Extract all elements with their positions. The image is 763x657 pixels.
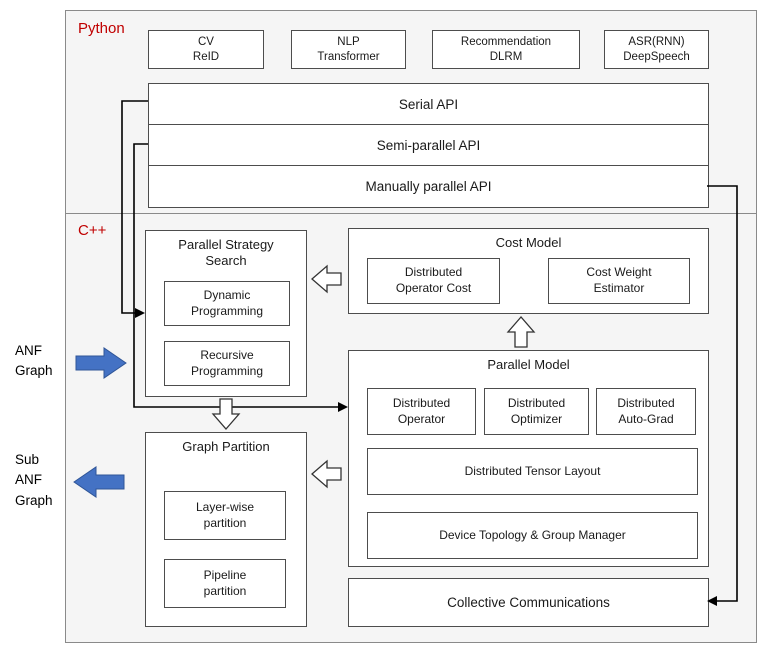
app-box-cv-reid: CV ReID	[148, 30, 264, 69]
recursive-programming-box: Recursive Programming	[164, 341, 290, 386]
cpp-section-label: C++	[78, 222, 107, 239]
cost-model-group: Cost Model Distributed Operator Cost Cos…	[348, 228, 709, 314]
serial-api-bar: Serial API	[148, 83, 709, 126]
app-box-asr-deepspeech: ASR(RNN) DeepSpeech	[604, 30, 709, 69]
parallel-model-title: Parallel Model	[487, 357, 570, 372]
graph-partition-title: Graph Partition	[182, 439, 270, 454]
app-box-nlp-transformer: NLP Transformer	[291, 30, 406, 69]
distributed-tensor-layout-box: Distributed Tensor Layout	[367, 448, 698, 495]
pipeline-partition-box: Pipeline partition	[164, 559, 286, 608]
semi-parallel-api-bar: Semi-parallel API	[148, 124, 709, 167]
distributed-optimizer-box: Distributed Optimizer	[484, 388, 589, 435]
parallel-strategy-search-title: Parallel Strategy Search	[178, 237, 274, 269]
layer-wise-partition-box: Layer-wise partition	[164, 491, 286, 540]
distributed-auto-grad-box: Distributed Auto-Grad	[596, 388, 696, 435]
device-topology-group-manager-box: Device Topology & Group Manager	[367, 512, 698, 559]
distributed-operator-box: Distributed Operator	[367, 388, 476, 435]
parallel-strategy-search-group: Parallel Strategy Search Dynamic Program…	[145, 230, 307, 397]
cost-model-title: Cost Model	[495, 235, 562, 250]
cost-weight-estimator-box: Cost Weight Estimator	[548, 258, 690, 304]
graph-partition-group: Graph Partition Layer-wise partition Pip…	[145, 432, 307, 627]
collective-communications-box: Collective Communications	[348, 578, 709, 627]
app-box-recommendation-dlrm: Recommendation DLRM	[432, 30, 580, 69]
dynamic-programming-box: Dynamic Programming	[164, 281, 290, 326]
python-section-label: Python	[78, 20, 125, 37]
parallel-model-group: Parallel Model Distributed Operator Dist…	[348, 350, 709, 567]
manually-parallel-api-bar: Manually parallel API	[148, 165, 709, 208]
distributed-operator-cost-box: Distributed Operator Cost	[367, 258, 500, 304]
sub-anf-graph-label: Sub ANF Graph	[15, 452, 53, 508]
anf-graph-label: ANF Graph	[15, 343, 53, 379]
